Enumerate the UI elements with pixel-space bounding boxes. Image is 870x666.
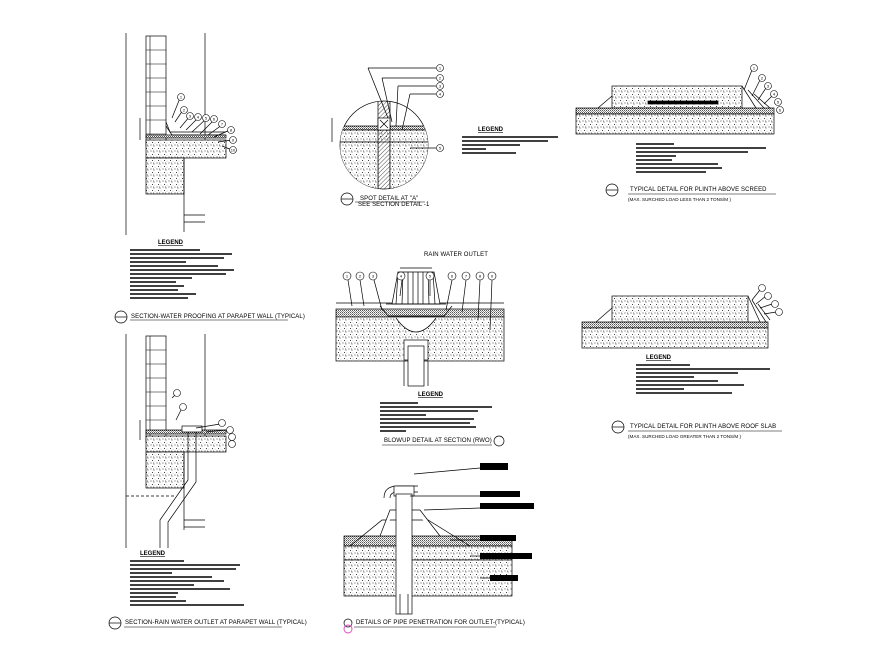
detail-g-callout-bars	[480, 463, 534, 581]
bubble-number: 3	[372, 273, 375, 278]
pink-insertion-marker	[343, 624, 353, 634]
detail-a-caption: SECTION-WATER PROOFING AT PARAPET WALL (…	[131, 314, 305, 320]
detail-e-caption: TYPICAL DETAIL FOR PLINTH ABOVE ROOF SLA…	[630, 424, 776, 430]
detail-d-title: RAIN WATER OUTLET	[424, 252, 488, 258]
detail-d-caption: BLOWUP DETAIL AT SECTION (RWO)	[384, 438, 492, 444]
bubble-number: 4	[439, 91, 442, 96]
detail-a-drawing	[125, 33, 233, 235]
bubble-number: 10	[231, 147, 236, 152]
detail-g-drawing	[343, 467, 513, 615]
detail-b-caption-line1: SPOT DETAIL AT "A"	[360, 196, 418, 202]
bubble-number: 9	[491, 273, 494, 278]
detail-b-caption-line2: SEE SECTION DETAIL -1	[358, 202, 430, 208]
detail-d-legend-rows	[380, 402, 492, 432]
detail-e-legend-rows	[636, 364, 770, 394]
detail-e-bubbles	[758, 284, 783, 316]
detail-f-bubbles	[173, 389, 236, 448]
bubble-number: 6	[451, 273, 454, 278]
bubble-number: 9	[232, 137, 235, 142]
detail-g-section-marker	[343, 618, 353, 628]
detail-d-drawing	[335, 267, 505, 387]
bubble-number: 3	[439, 83, 442, 88]
detail-b-drawing	[331, 67, 436, 190]
bubble-number: 1	[753, 65, 756, 70]
bubble-number: 5	[777, 99, 780, 104]
detail-f-caption: SECTION-RAIN WATER OUTLET AT PARAPET WAL…	[125, 620, 307, 626]
bubble-number: 5	[429, 273, 432, 278]
bubble-number: 1	[180, 94, 183, 99]
detail-f-legend-title: LEGEND	[140, 551, 166, 557]
detail-c-drawing	[575, 69, 775, 135]
detail-e-legend-title: LEGEND	[646, 355, 672, 361]
bubble-number: 5	[439, 145, 442, 150]
bubble-number: 4	[197, 114, 200, 119]
detail-c-sub-caption: (MAX. SURCHED LOAD LESS THAN 2 TONS/M )	[628, 197, 731, 202]
detail-b-legend-title: LEGEND	[478, 127, 504, 133]
detail-g-caption: DETAILS OF PIPE PENETRATION FOR OUTLET-(…	[356, 620, 525, 626]
bubble-number: 8	[479, 273, 482, 278]
bubble-number: 4	[773, 91, 776, 96]
detail-f-legend-rows	[130, 560, 244, 606]
bubble-number: 6	[779, 107, 782, 112]
bubble-number: 3	[767, 83, 770, 88]
detail-e-drawing	[581, 289, 777, 349]
bubble-number: 1	[346, 273, 349, 278]
bubble-number: 7	[221, 121, 224, 126]
bubble-number: 3	[189, 113, 192, 118]
bubble-number: 2	[359, 273, 362, 278]
bubble-number: 7	[465, 273, 468, 278]
detail-a-legend-title: LEGEND	[158, 240, 184, 246]
detail-b-bubbles: 1 2 3 4 5	[436, 64, 444, 152]
detail-d-section-marker	[493, 435, 505, 447]
detail-b-legend-rows	[462, 136, 558, 154]
detail-c-caption: TYPICAL DETAIL FOR PLINTH ABOVE SCREED	[630, 187, 767, 193]
bubble-number: 2	[761, 75, 764, 80]
bubble-number: 2	[183, 107, 186, 112]
bubble-number: 6	[213, 116, 216, 121]
detail-a-legend-rows	[130, 249, 234, 299]
bubble-number: 8	[230, 127, 233, 132]
detail-c-legend-rows	[636, 143, 766, 173]
detail-f-drawing	[125, 334, 227, 548]
bubble-number: 2	[439, 75, 442, 80]
bubble-number: 1	[439, 65, 442, 70]
bubble-number: 4	[400, 273, 403, 278]
detail-e-sub-caption: (MAX. SURCHED LOAD GREATER THAN 2 TONS/M…	[628, 434, 741, 439]
detail-d-legend-title: LEGEND	[418, 392, 444, 398]
bubble-number: 5	[205, 115, 208, 120]
detail-d-bubbles: 1 2 3 4 5 6 7 8 9	[342, 271, 497, 281]
